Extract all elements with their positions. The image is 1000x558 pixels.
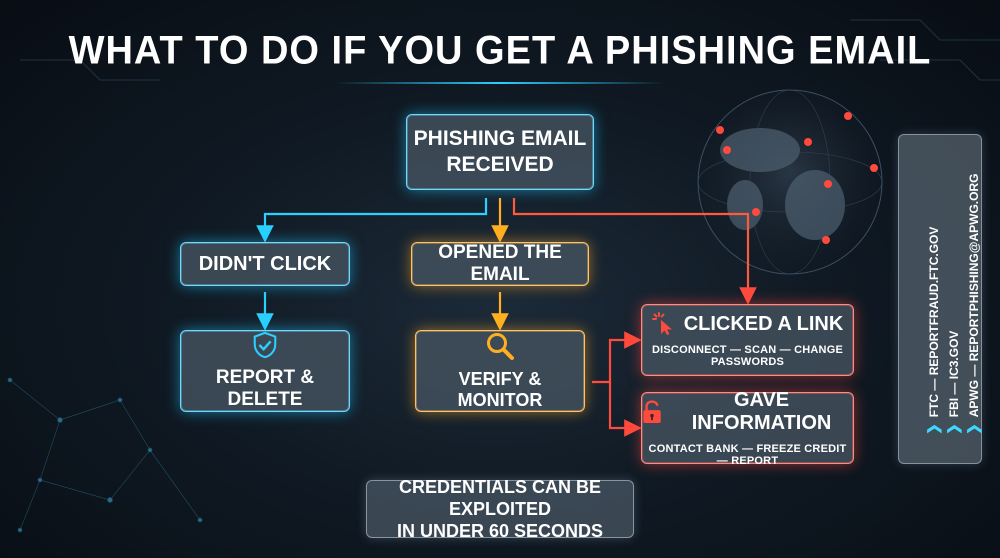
node-verify-monitor: VERIFY & MONITOR: [415, 330, 585, 412]
unlocked-padlock-icon: [643, 400, 661, 423]
node-phishing-email-received: PHISHING EMAIL RECEIVED: [406, 114, 594, 190]
network-pattern: [7, 377, 203, 533]
circuit-lines: [20, 19, 1000, 81]
callout-line2: IN UNDER 60 SECONDS: [396, 521, 604, 541]
node-label-line2: RECEIVED: [446, 153, 554, 176]
contact-text: FTC — REPORTFRAUD.FTC.GOV: [927, 226, 941, 418]
title-underline: [335, 82, 665, 84]
connectors: [256, 198, 757, 437]
globe-illustration: [697, 89, 883, 275]
contact-item-ftc: ❯ FTC — REPORTFRAUD.FTC.GOV: [925, 227, 942, 435]
node-subtext: DISCONNECT — SCAN — CHANGE PASSWORDS: [652, 344, 843, 368]
warning-callout: CREDENTIALS CAN BE EXPLOITED IN UNDER 60…: [366, 477, 634, 541]
magnifier-icon: [487, 333, 514, 360]
chevron-right-icon: ❯: [945, 423, 961, 435]
chevron-right-icon: ❯: [925, 423, 941, 435]
node-gave-information: GAVE INFORMATION CONTACT BANK — FREEZE C…: [641, 389, 854, 467]
node-label: DIDN'T CLICK: [198, 252, 332, 275]
contact-text: APWG — REPORTPHISHING@APWG.ORG: [967, 173, 981, 418]
contact-text: FBI — IC3.GOV: [947, 330, 961, 418]
page-title: WHAT TO DO IF YOU GET A PHISHING EMAIL: [68, 28, 932, 74]
node-opened-the-email: OPENED THE EMAIL: [411, 242, 589, 286]
reporting-contacts-panel: ❯ FTC — REPORTFRAUD.FTC.GOV ❯ FBI — IC3.GO…: [898, 134, 982, 464]
callout-line1: CREDENTIALS CAN BE EXPLOITED: [398, 477, 601, 519]
contact-item-apwg: ❯ APWG — REPORTPHISHING@APWG.ORG: [965, 174, 982, 435]
chevron-right-icon: ❯: [965, 423, 981, 435]
node-label: REPORT & DELETE: [215, 367, 315, 410]
node-label: VERIFY & MONITOR: [457, 369, 543, 410]
cursor-click-icon: [651, 312, 672, 335]
node-label-line1: PHISHING EMAIL: [413, 127, 587, 150]
node-didnt-click: DIDN'T CLICK: [180, 242, 350, 286]
contact-item-fbi: ❯ FBI — IC3.GOV: [945, 331, 962, 435]
shield-check-icon: [253, 331, 277, 359]
node-label: OPENED THE EMAIL: [438, 242, 562, 285]
node-label: CLICKED A LINK: [683, 312, 844, 335]
node-label: GAVE INFORMATION: [691, 389, 832, 434]
node-subtext: CONTACT BANK — FREEZE CREDIT — REPORT: [648, 443, 847, 467]
node-clicked-a-link: CLICKED A LINK DISCONNECT — SCAN — CHANG…: [641, 304, 854, 376]
node-report-delete: REPORT & DELETE: [180, 330, 350, 412]
